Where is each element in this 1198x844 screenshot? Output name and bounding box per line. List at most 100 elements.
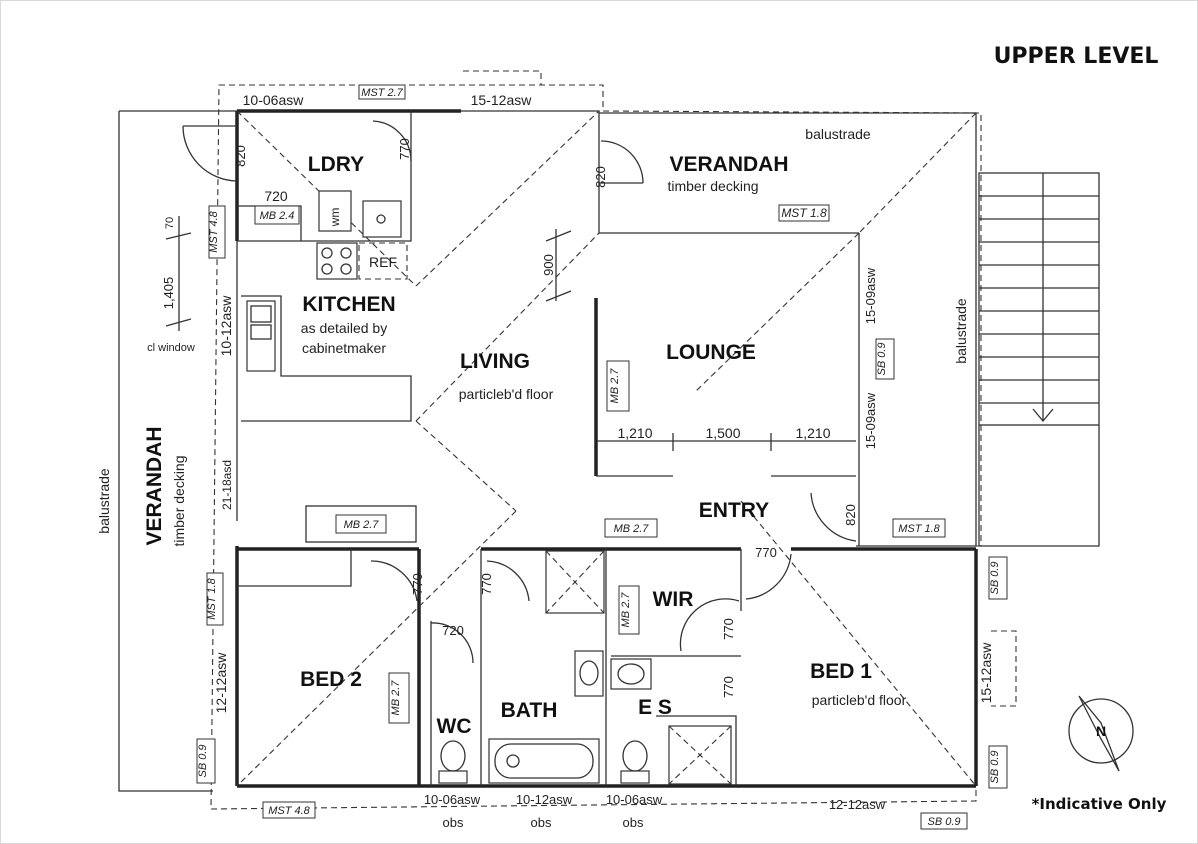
beam-tag: MST 1.8 xyxy=(892,518,946,538)
svg-text:SB 0.9: SB 0.9 xyxy=(876,342,888,375)
dim-ldry-door: 820 xyxy=(233,145,248,167)
laundry-tub xyxy=(362,200,402,238)
bath-basin-icon xyxy=(579,660,599,686)
beam-tag: MST 2.7 xyxy=(358,84,406,100)
wc-toilet-icon xyxy=(438,740,468,784)
dim-entry-770: 770 xyxy=(755,545,777,560)
bath-vanity xyxy=(574,650,604,697)
room-entry: ENTRY xyxy=(699,499,769,522)
beam-tag: MB 2.7 xyxy=(335,514,387,534)
dim-wir-770: 770 xyxy=(721,618,736,640)
svg-text:MST 4.8: MST 4.8 xyxy=(208,210,220,252)
doors xyxy=(182,120,857,664)
svg-text:MB 2.4: MB 2.4 xyxy=(260,210,295,222)
beam-tag: MST 4.8 xyxy=(208,205,226,259)
bath-shower-icon xyxy=(545,550,605,614)
fridge-label: REF xyxy=(369,254,397,270)
dim-wc-door: 720 xyxy=(442,623,464,638)
window-right-lounge-top: 15-09asw xyxy=(863,267,878,324)
dim-900: 900 xyxy=(541,254,556,276)
washing-machine xyxy=(318,190,352,232)
svg-text:SB 0.9: SB 0.9 xyxy=(197,744,209,777)
ensuite-shower-icon xyxy=(668,725,732,785)
ensuite-toilet-icon xyxy=(620,740,650,784)
dim-1210a: 1,210 xyxy=(617,425,652,441)
dim-1500: 1,500 xyxy=(705,425,740,441)
svg-text:MB 2.7: MB 2.7 xyxy=(344,519,380,531)
dim-1405: 1,405 xyxy=(161,277,176,310)
roof-outline-top xyxy=(463,70,542,85)
compass-label: N xyxy=(1096,723,1106,739)
dimension-lines xyxy=(165,216,856,451)
window-top-mid: 15-12asw xyxy=(471,92,533,108)
obs-es: obs xyxy=(623,815,644,830)
beam-tag: MST 1.8 xyxy=(206,572,224,626)
beam-tag: MB 2.4 xyxy=(254,205,300,225)
dim-bed2-door: 770 xyxy=(410,573,425,595)
svg-text:MB 2.7: MB 2.7 xyxy=(614,523,650,535)
living-floor-note: particleb'd floor xyxy=(459,386,554,402)
room-bed1: BED 1 xyxy=(810,660,872,683)
walls xyxy=(235,109,978,788)
beam-tag: MST 1.8 xyxy=(778,204,830,222)
window-bottom-bath: 10-12asw xyxy=(516,792,573,807)
svg-text:MST 2.7: MST 2.7 xyxy=(361,87,403,99)
svg-text:MST 1.8: MST 1.8 xyxy=(206,577,218,619)
bathtub-icon xyxy=(488,738,600,784)
room-ensuite: E S xyxy=(638,696,672,719)
svg-text:MB 2.7: MB 2.7 xyxy=(390,680,402,716)
dim-es-770: 770 xyxy=(721,676,736,698)
room-wc: WC xyxy=(437,715,472,738)
beam-tag: MB 2.7 xyxy=(618,585,640,635)
cl-window-note: cl window xyxy=(147,342,195,354)
beam-tag: SB 0.9 xyxy=(875,338,895,380)
window-left-bed2: 12-12asw xyxy=(213,652,229,714)
room-laundry: LDRY xyxy=(308,153,364,176)
beam-tag: MB 2.7 xyxy=(604,518,658,538)
laundry-tub-drain-icon xyxy=(376,214,386,224)
kitchen-note-line1: as detailed by xyxy=(301,320,387,336)
fridge-space xyxy=(358,242,408,280)
washing-machine-label: wm xyxy=(328,208,342,228)
dim-entry-door: 820 xyxy=(843,504,858,526)
beam-tag: SB 0.9 xyxy=(988,745,1008,789)
dim-bath-door: 770 xyxy=(479,573,494,595)
beam-tag: MB 2.7 xyxy=(388,672,410,724)
verandah-left-decking: timber decking xyxy=(171,455,187,546)
beam-tag: MST 4.8 xyxy=(262,801,316,819)
window-left-kitchen: 10-12asw xyxy=(218,295,234,357)
beam-tag: MB 2.7 xyxy=(606,360,630,412)
dim-ldry-inner: 720 xyxy=(264,188,288,204)
left-verandah-outline xyxy=(118,111,213,792)
balustrade-right: balustrade xyxy=(953,298,969,364)
svg-text:SB 0.9: SB 0.9 xyxy=(989,561,1001,594)
ensuite-basin-icon xyxy=(617,663,645,685)
room-verandah-left: VERANDAH xyxy=(143,426,166,545)
roof-outline-bed1 xyxy=(991,630,1017,707)
north-compass-icon xyxy=(1068,695,1134,772)
svg-text:MST 4.8: MST 4.8 xyxy=(268,805,310,817)
obs-bath: obs xyxy=(531,815,552,830)
cooktop-icon xyxy=(316,242,358,280)
svg-text:MB 2.7: MB 2.7 xyxy=(609,368,621,404)
verandah-top-decking: timber decking xyxy=(667,178,758,194)
room-verandah-top: VERANDAH xyxy=(669,153,788,176)
window-right-lounge-bottom: 15-09asw xyxy=(863,392,878,449)
kitchen-note-line2: cabinetmaker xyxy=(302,340,386,356)
window-right-bed1: 15-12asw xyxy=(978,642,994,704)
obs-wc: obs xyxy=(443,815,464,830)
svg-text:MST 1.8: MST 1.8 xyxy=(898,523,940,535)
beam-tag: SB 0.9 xyxy=(988,556,1008,600)
room-bed2: BED 2 xyxy=(300,668,362,691)
page-title: UPPER LEVEL xyxy=(994,44,1159,69)
room-living: LIVING xyxy=(460,350,530,373)
room-bath: BATH xyxy=(501,699,558,722)
room-lounge: LOUNGE xyxy=(666,341,756,364)
svg-text:SB 0.9: SB 0.9 xyxy=(989,750,1001,783)
bed1-floor-note: particleb'd floor xyxy=(812,692,907,708)
disclaimer: *Indicative Only xyxy=(1032,795,1167,813)
balustrade-top: balustrade xyxy=(805,126,871,142)
svg-text:MST 1.8: MST 1.8 xyxy=(781,206,827,220)
